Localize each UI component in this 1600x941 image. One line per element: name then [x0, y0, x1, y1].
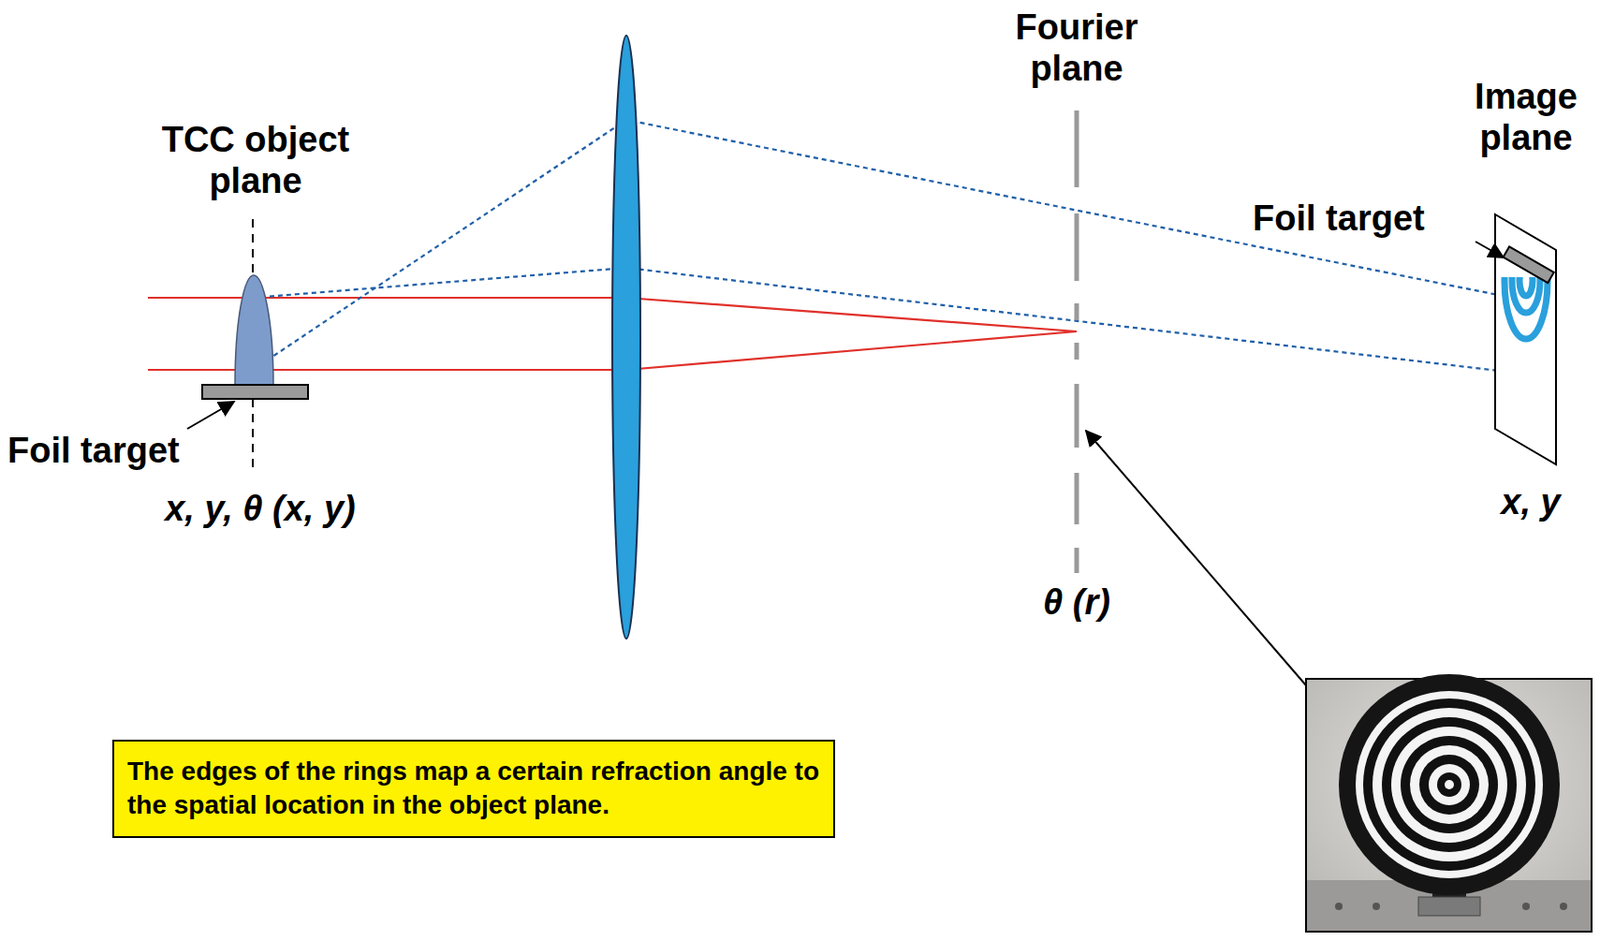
foil-target-image [1503, 246, 1555, 283]
text-label: Foil target [1252, 198, 1425, 240]
mask-photo [1306, 674, 1592, 932]
lens [612, 35, 641, 639]
foil-target [202, 384, 309, 399]
text-label: θ (r) [1042, 582, 1111, 624]
fourier-mask [1074, 110, 1080, 573]
refracted-ray [252, 267, 1531, 375]
refracted-ray [252, 119, 1531, 370]
text-label: Image plane [1455, 76, 1597, 159]
text-label: x, y [1500, 482, 1560, 524]
text-label: Fourier plane [997, 7, 1157, 89]
note-box: The edges of the rings map a certain ref… [112, 739, 836, 838]
plasma-plume [234, 275, 274, 386]
ring-image [1504, 277, 1548, 339]
leader-arrow [1086, 430, 1307, 686]
text-label: x, y, θ (x, y) [164, 488, 356, 530]
text-label: Foil target [7, 430, 180, 472]
leader-arrow [1475, 241, 1504, 258]
note-text: The edges of the rings map a certain ref… [127, 754, 821, 823]
text-label: TCC object plane [143, 119, 368, 202]
image-plane [1495, 214, 1556, 465]
leader-arrow [187, 401, 235, 429]
